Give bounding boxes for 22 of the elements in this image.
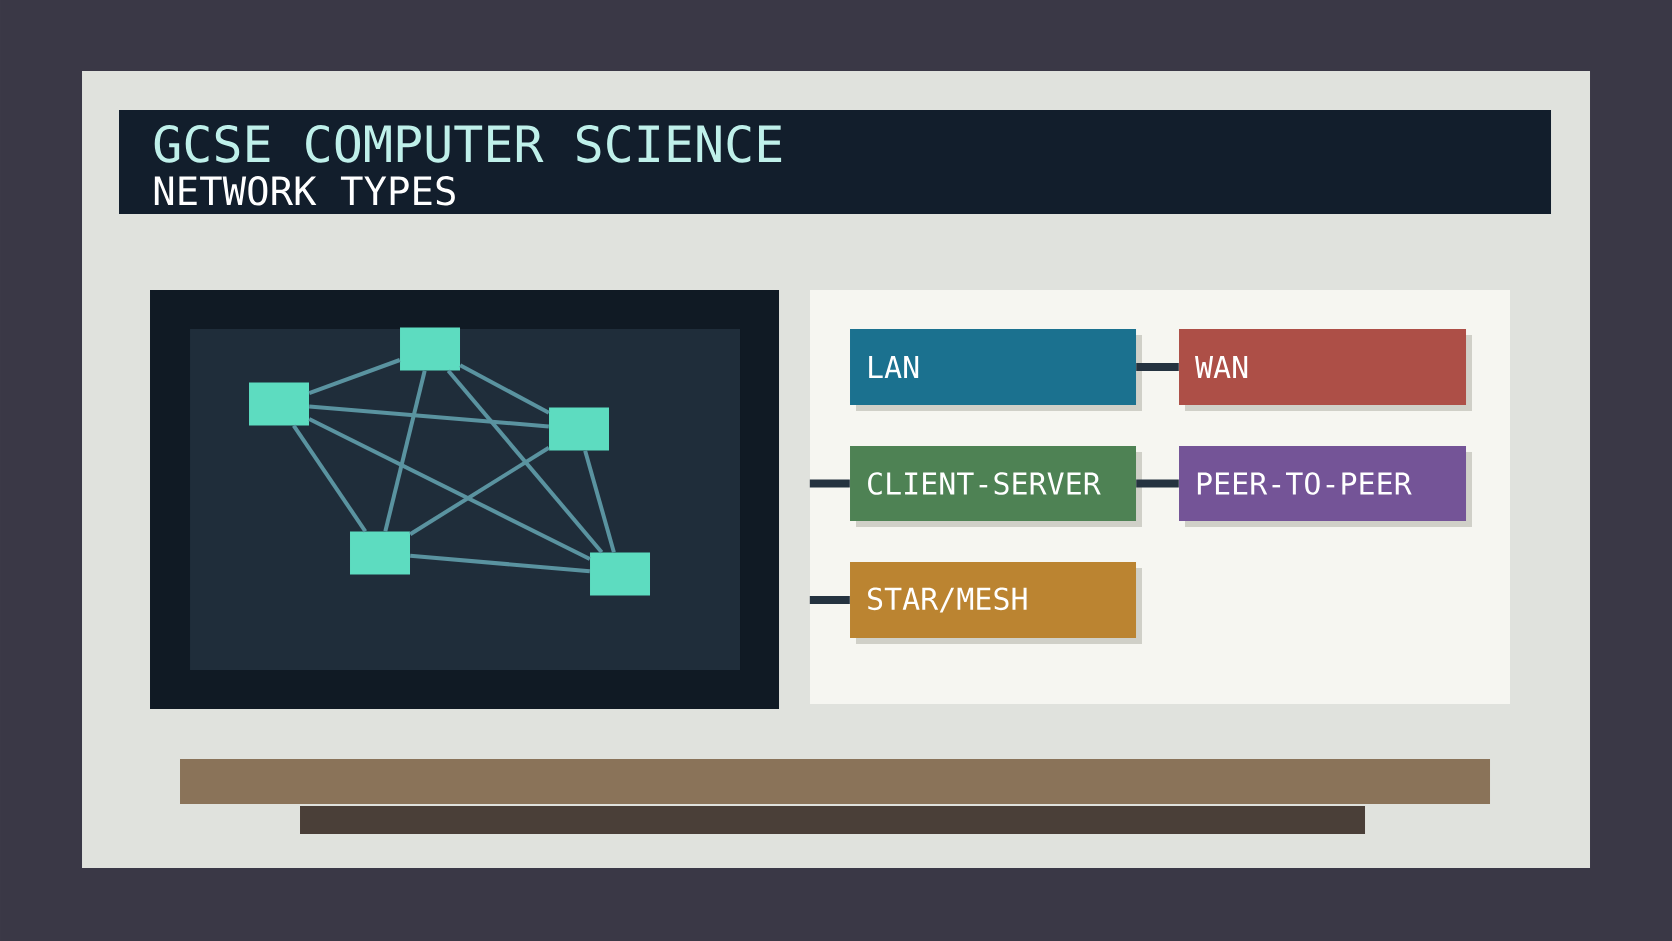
network-type-box: CLIENT-SERVER <box>850 446 1142 527</box>
network-node <box>400 327 460 371</box>
link-line <box>459 363 550 415</box>
link-line <box>308 358 401 395</box>
network-node <box>249 382 309 426</box>
link-line <box>446 369 604 554</box>
network-node <box>350 531 410 575</box>
link-line <box>308 417 591 561</box>
network-type-box: WAN <box>1179 329 1472 411</box>
network-node <box>590 552 650 596</box>
link-line <box>309 404 549 429</box>
network-type-box: PEER-TO-PEER <box>1179 446 1472 527</box>
link-line <box>410 553 590 574</box>
link-line <box>583 450 616 553</box>
title: GCSE COMPUTER SCIENCE <box>154 124 782 163</box>
network-type-box: STAR/MESH <box>850 562 1142 644</box>
link-line <box>292 424 367 533</box>
subtitle: NETWORK TYPES <box>154 176 455 206</box>
network-node <box>549 407 609 451</box>
network-type-box: LAN <box>850 329 1142 411</box>
link-line <box>409 446 550 536</box>
link-line <box>383 370 427 532</box>
